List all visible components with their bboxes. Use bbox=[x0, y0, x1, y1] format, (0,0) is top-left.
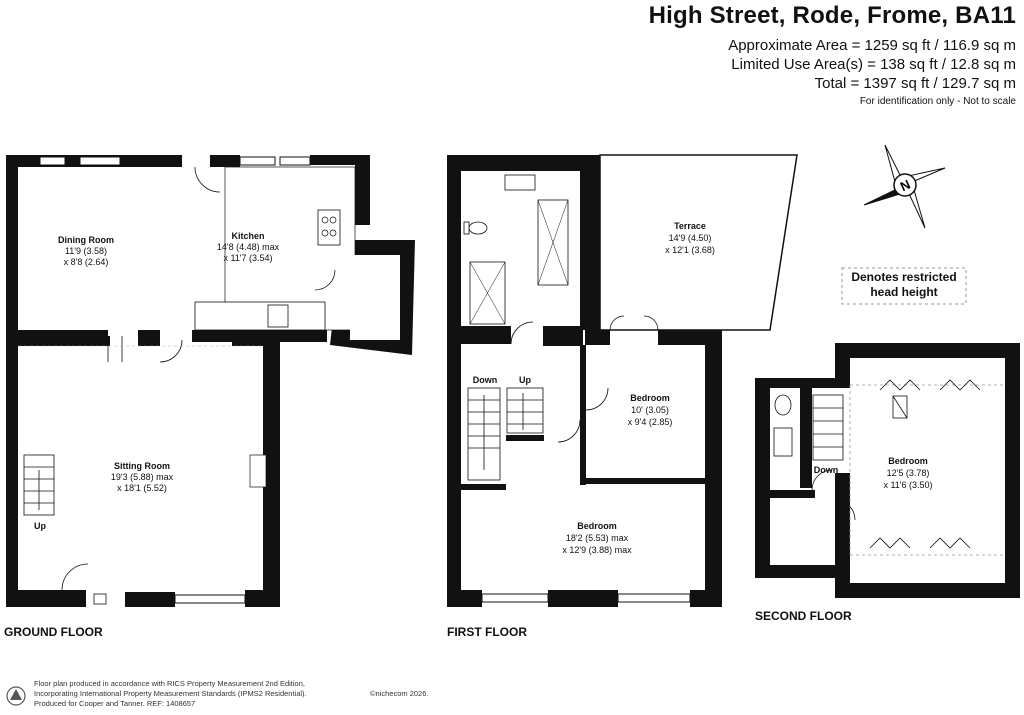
footer-line-3: Produced for Cooper and Tanner. REF: 140… bbox=[34, 699, 196, 708]
dining-room-name: Dining Room bbox=[58, 235, 114, 245]
dining-room-dim-2: x 8'8 (2.64) bbox=[64, 257, 109, 267]
second-bedroom-dim-2: x 11'6 (3.50) bbox=[883, 480, 932, 490]
bedroom-small-name: Bedroom bbox=[630, 393, 670, 403]
second-floor-plan: Bedroom 12'5 (3.78) x 11'6 (3.50) Down S… bbox=[755, 343, 1020, 623]
ipms-logo-icon bbox=[6, 686, 26, 706]
footer: Floor plan produced in accordance with R… bbox=[34, 679, 428, 709]
scale-note: For identification only - Not to scale bbox=[859, 96, 1016, 107]
bedroom-small-dim-1: 10' (3.05) bbox=[631, 405, 669, 415]
bedroom-small-dim-2: x 9'4 (2.85) bbox=[628, 417, 673, 427]
bedroom-large-dim-1: 18'2 (5.53) max bbox=[566, 533, 629, 543]
second-bedroom-name: Bedroom bbox=[888, 456, 928, 466]
second-stairs-down-label: Down bbox=[814, 465, 839, 475]
legend-line-2: head height bbox=[870, 285, 937, 299]
first-floor-plan: Down Up Terrace 14'9 (4.50) x 12'1 (3.68… bbox=[447, 154, 798, 639]
second-floor-label: SECOND FLOOR bbox=[755, 609, 852, 623]
compass-icon: N bbox=[863, 144, 946, 229]
kitchen-dim-1: 14'8 (4.48) max bbox=[217, 242, 280, 252]
sitting-room-dim-1: 19'3 (5.88) max bbox=[111, 472, 174, 482]
total-area: Total = 1397 sq ft / 129.7 sq m bbox=[814, 75, 1016, 92]
approximate-area: Approximate Area = 1259 sq ft / 116.9 sq… bbox=[728, 37, 1016, 54]
footer-copyright: ©nichecom 2026. bbox=[370, 689, 429, 698]
first-stairs-down-label: Down bbox=[473, 375, 498, 385]
terrace-name: Terrace bbox=[674, 221, 706, 231]
sitting-room-dim-2: x 18'1 (5.52) bbox=[117, 483, 167, 493]
ground-stairs-up-label: Up bbox=[34, 521, 46, 531]
page-title: High Street, Rode, Frome, BA11 bbox=[648, 2, 1016, 29]
second-bedroom-dim-1: 12'5 (3.78) bbox=[887, 468, 930, 478]
limited-use-area: Limited Use Area(s) = 138 sq ft / 12.8 s… bbox=[731, 56, 1016, 73]
footer-line-1: Floor plan produced in accordance with R… bbox=[34, 679, 305, 688]
terrace-dim-1: 14'9 (4.50) bbox=[669, 233, 712, 243]
kitchen-dim-2: x 11'7 (3.54) bbox=[223, 253, 272, 263]
restricted-height-legend: Denotes restricted head height bbox=[841, 267, 967, 305]
ground-floor-label: GROUND FLOOR bbox=[4, 625, 103, 639]
first-stairs-up-label: Up bbox=[519, 375, 531, 385]
terrace-dim-2: x 12'1 (3.68) bbox=[665, 245, 715, 255]
first-floor-label: FIRST FLOOR bbox=[447, 625, 527, 639]
footer-line-2: Incorporating International Property Mea… bbox=[34, 689, 307, 698]
sitting-room-name: Sitting Room bbox=[114, 461, 170, 471]
legend-line-1: Denotes restricted bbox=[851, 270, 956, 284]
bedroom-large-name: Bedroom bbox=[577, 521, 617, 531]
bedroom-large-dim-2: x 12'9 (3.88) max bbox=[562, 545, 632, 555]
kitchen-name: Kitchen bbox=[231, 231, 264, 241]
dining-room-dim-1: 11'9 (3.58) bbox=[65, 246, 107, 256]
ground-floor-plan: Dining Room 11'9 (3.58) x 8'8 (2.64) Kit… bbox=[4, 155, 415, 639]
